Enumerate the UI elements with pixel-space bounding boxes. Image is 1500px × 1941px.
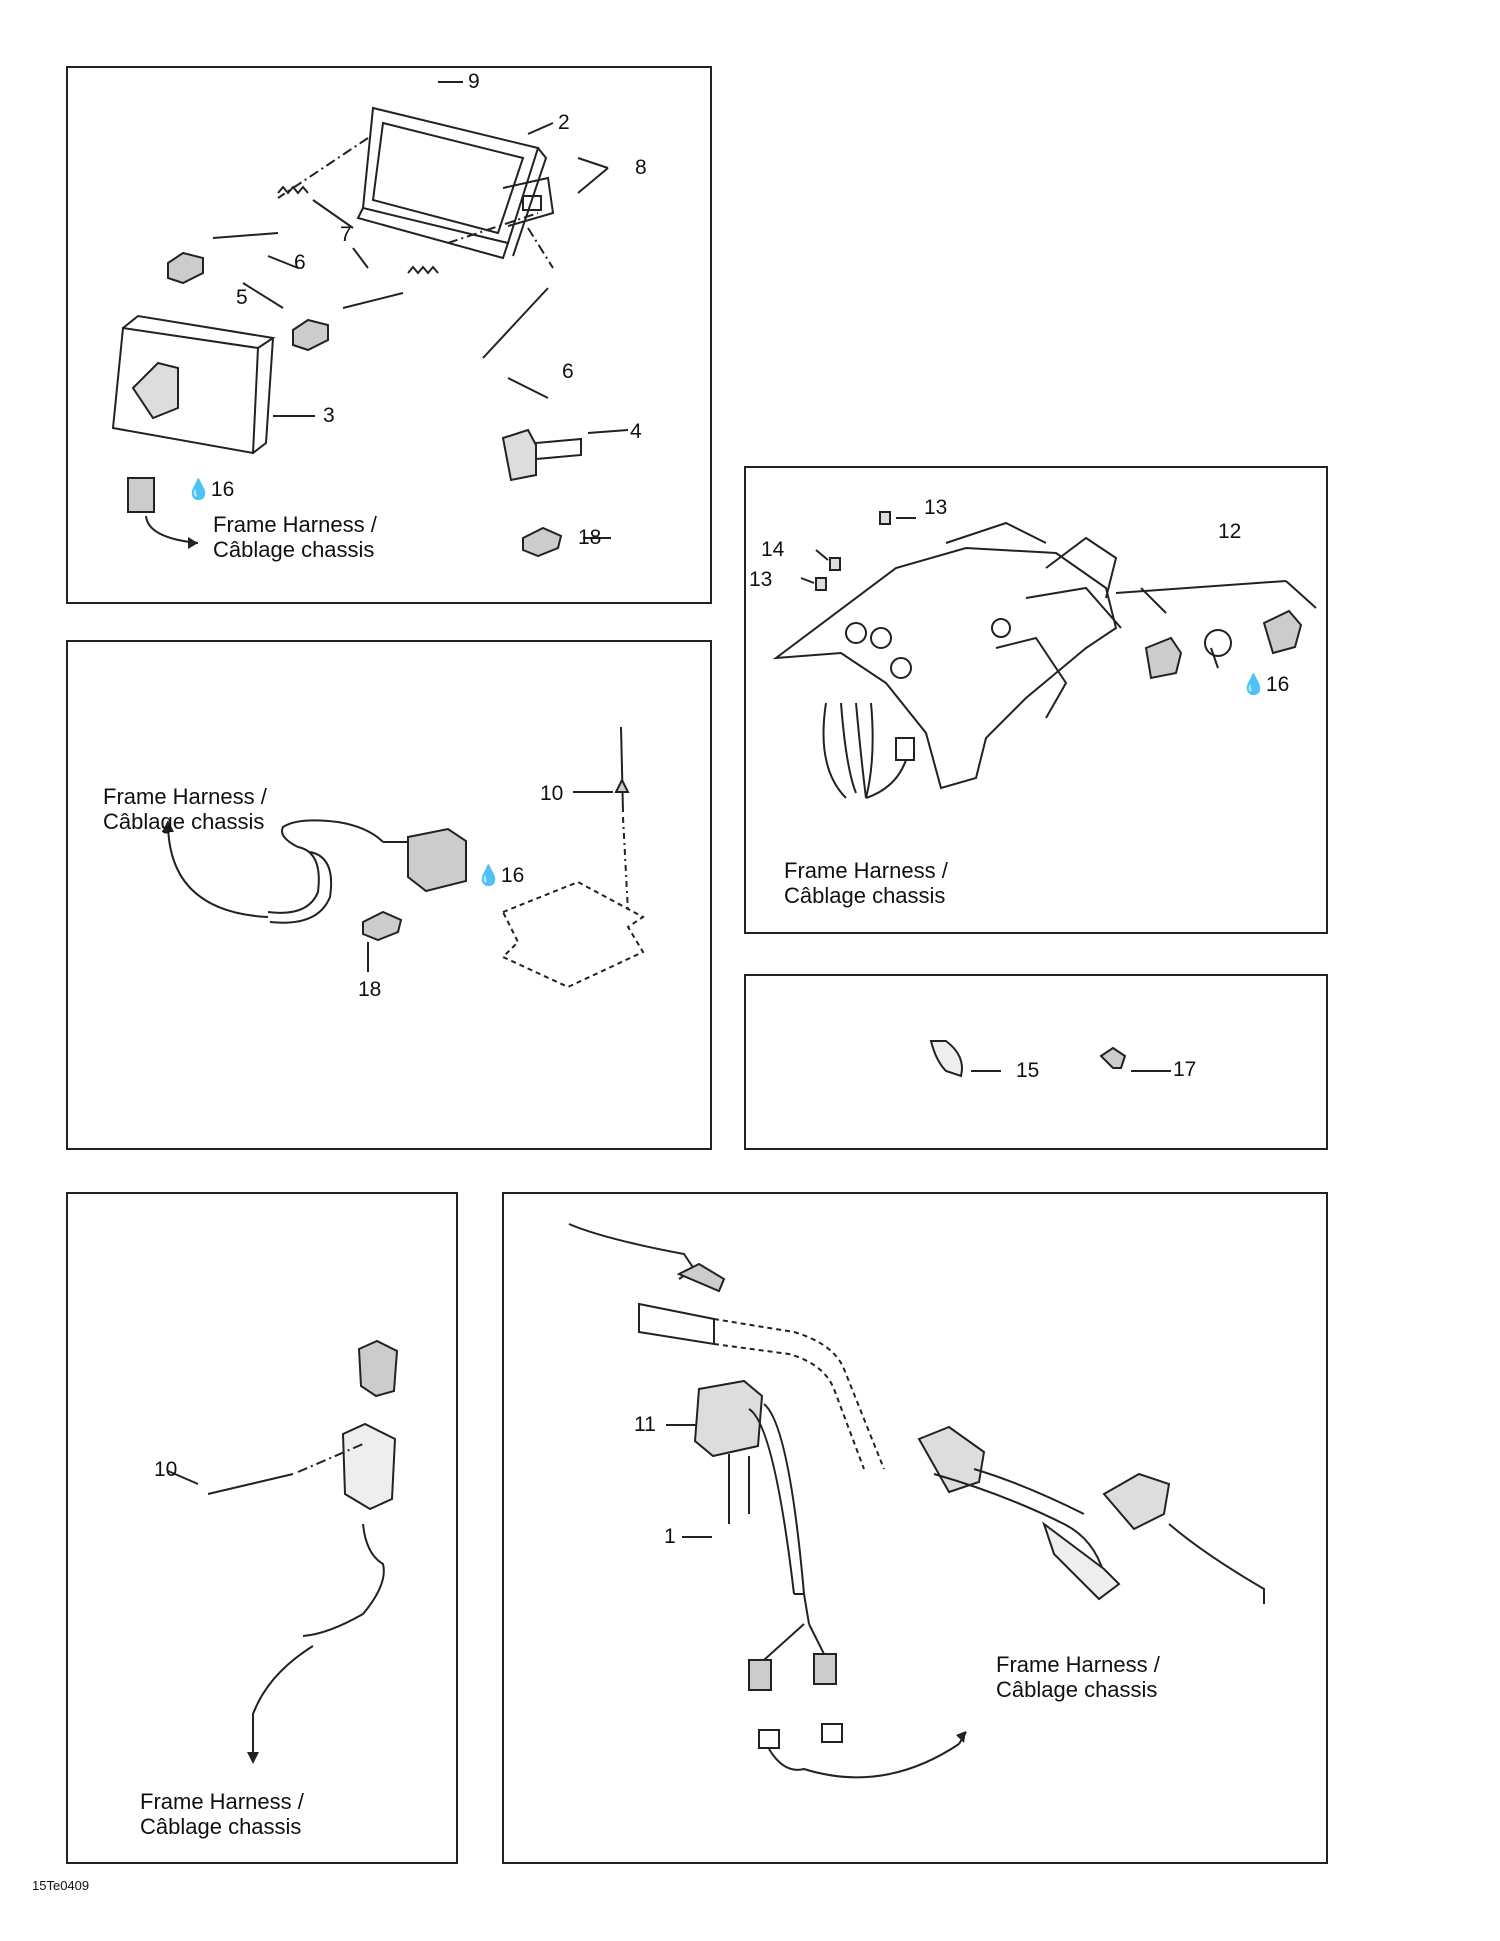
fuse-panel: 10 Frame Harness / Câblage chassis — [66, 1192, 458, 1864]
harness-switch-panel: Frame Harness / Câblage chassis 10 💧16 1… — [66, 640, 712, 1150]
harness-line1: Frame Harness / — [996, 1652, 1160, 1677]
harness-line1: Frame Harness / — [103, 784, 267, 809]
harness-line1: Frame Harness / — [140, 1789, 304, 1814]
callout-18: 18 — [578, 526, 602, 549]
callout-3: 3 — [323, 404, 335, 427]
callout-6-bottom: 6 — [562, 360, 574, 383]
frame-harness-label: Frame Harness / Câblage chassis — [140, 1789, 304, 1839]
dash-console-panel: 13 14 13 12 💧16 Frame Harness / Câblage … — [744, 466, 1328, 934]
frame-harness-label: Frame Harness / Câblage chassis — [213, 512, 377, 562]
callout-14: 14 — [761, 538, 785, 561]
dash-console-illustration — [772, 511, 1317, 799]
harness-line2: Câblage chassis — [784, 883, 946, 908]
frame-harness-label: Frame Harness / Câblage chassis — [996, 1652, 1160, 1702]
callout-16: 💧16 — [1241, 673, 1289, 697]
harness-switch-illustration — [162, 726, 645, 989]
callout-18: 18 — [358, 978, 382, 1001]
callout-4: 4 — [630, 420, 642, 443]
callout-5: 5 — [236, 286, 248, 309]
figure-code: 15Te0409 — [32, 1878, 90, 1893]
callout-16-text: 16 — [500, 864, 525, 887]
callout-1: 1 — [664, 1525, 676, 1548]
callout-16-text: 16 — [210, 478, 235, 501]
callout-16: 💧16 — [476, 864, 524, 888]
callout-7: 7 — [340, 223, 352, 246]
harness-line1: Frame Harness / — [213, 512, 377, 537]
callout-15: 15 — [1016, 1059, 1040, 1082]
callout-11: 11 — [634, 1413, 656, 1436]
frame-harness-label: Frame Harness / Câblage chassis — [784, 858, 948, 908]
handlebar-illustration — [568, 1223, 1265, 1779]
callout-16-text: 16 — [1265, 673, 1290, 696]
harness-line2: Câblage chassis — [103, 809, 265, 834]
harness-line1: Frame Harness / — [784, 858, 948, 883]
harness-line2: Câblage chassis — [996, 1677, 1158, 1702]
callout-9: 9 — [468, 70, 480, 93]
callout-12: 12 — [1218, 520, 1242, 543]
callout-13-top: 13 — [924, 496, 948, 519]
handlebar-panel: 11 1 Frame Harness / Câblage chassis — [502, 1192, 1328, 1864]
callout-8: 8 — [635, 156, 647, 179]
clips-illustration — [929, 1040, 1171, 1078]
drop-icon: 💧 — [186, 479, 211, 501]
frame-harness-label: Frame Harness / Câblage chassis — [103, 784, 267, 834]
clips-panel: 15 17 — [744, 974, 1328, 1150]
callout-10: 10 — [154, 1458, 178, 1481]
callout-6-top: 6 — [294, 251, 306, 274]
drop-icon: 💧 — [1241, 674, 1266, 696]
callout-13-left: 13 — [749, 568, 773, 591]
callout-2: 2 — [558, 111, 570, 134]
callout-10: 10 — [540, 782, 564, 805]
fuse-illustration — [167, 1339, 399, 1764]
callout-16: 💧16 — [186, 478, 234, 502]
headlight-panel: 9 2 8 7 6 5 6 3 4 💧16 Frame Harness / Câ… — [66, 66, 712, 604]
harness-line2: Câblage chassis — [213, 537, 375, 562]
headlight-illustration — [111, 81, 629, 558]
harness-line2: Câblage chassis — [140, 1814, 302, 1839]
drop-icon: 💧 — [476, 865, 501, 887]
callout-17: 17 — [1173, 1058, 1197, 1081]
